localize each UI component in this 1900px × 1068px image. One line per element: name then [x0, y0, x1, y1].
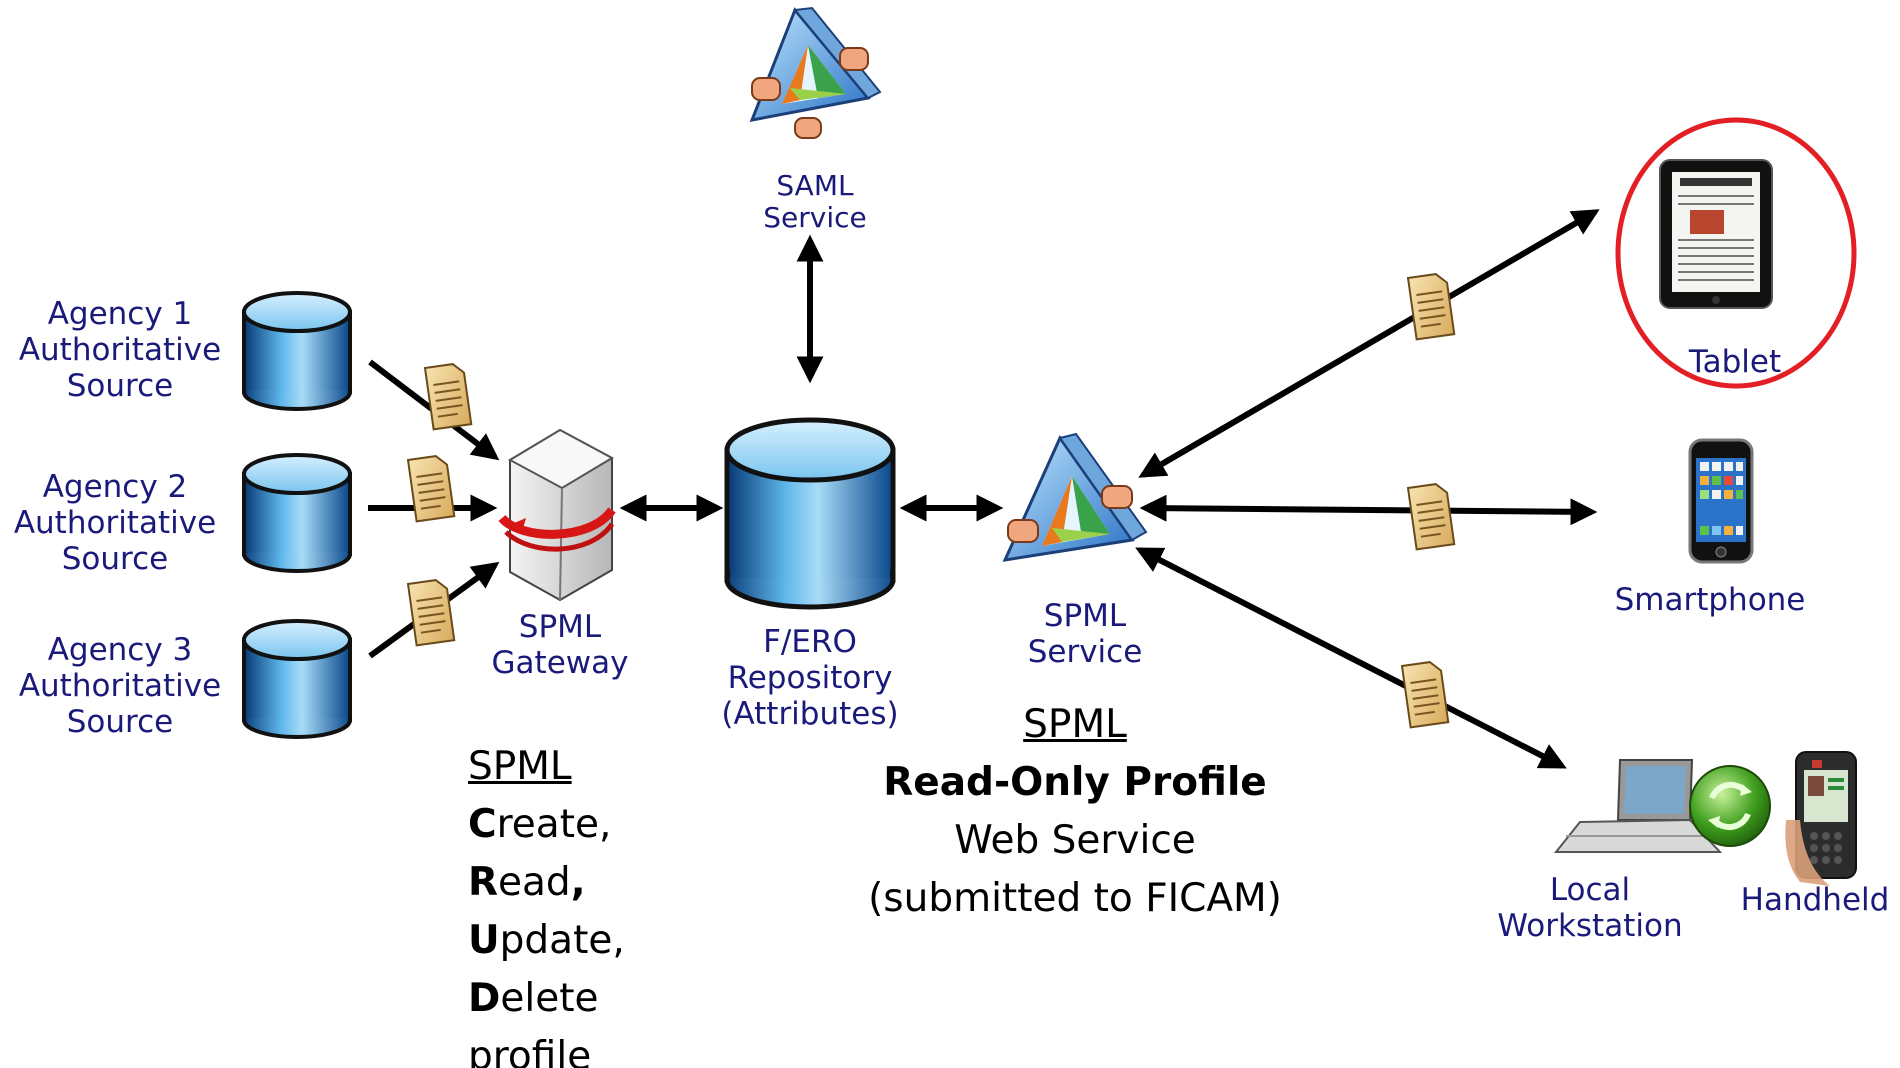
repository-label: F/ERO Repository (Attributes) [715, 624, 905, 732]
workstation-label-line2: Workstation [1497, 908, 1683, 944]
workstation-label-line1: Local [1549, 872, 1631, 908]
crud-line-update: Update, [468, 912, 625, 970]
saml-service-label: SAML Service [745, 170, 885, 234]
spml-gateway-label: SPML Gateway [480, 609, 640, 681]
readonly-note-submitted: (submitted to FICAM) [868, 876, 1282, 921]
crud-initial: U [468, 918, 500, 963]
crud-line-delete: Delete [468, 970, 625, 1028]
agency-2-label: Agency 2 Authoritative Source [10, 469, 220, 577]
arrow-spml-service-tablet [1138, 209, 1600, 478]
agency-3-database-icon [242, 619, 352, 739]
tablet-label-text: Tablet [1688, 344, 1782, 380]
crud-rest: reate, [496, 802, 612, 847]
document-icon [1400, 661, 1450, 729]
readonly-note-title: SPML [1023, 702, 1127, 747]
tablet-label: Tablet [1660, 344, 1810, 380]
crud-note: SPML Create, Read, Update, Delete profil… [468, 738, 625, 1068]
crud-line-create: Create, [468, 796, 625, 854]
readonly-note-web-service: Web Service [954, 818, 1196, 863]
handheld-icon [1785, 751, 1857, 886]
spml-service-label-line2: Service [1027, 634, 1143, 670]
agency-1-label-line2: Authoritative [18, 332, 222, 368]
crud-initial: D [468, 976, 501, 1021]
readonly-note: SPML Read-Only Profile Web Service (subm… [855, 696, 1295, 928]
spml-service-label-line1: SPML [1043, 598, 1127, 634]
agency-3-label-line3: Source [66, 704, 174, 740]
tablet-highlight-ring [1615, 117, 1857, 389]
saml-service-label-line2: Service [763, 201, 867, 234]
agency-1-label-line1: Agency 1 [47, 296, 193, 332]
document-icon [406, 455, 456, 523]
agency-3-label-line2: Authoritative [18, 668, 222, 704]
spml-gateway-label-line2: Gateway [491, 645, 629, 681]
document-icon [1406, 273, 1456, 341]
agency-2-label-line2: Authoritative [13, 505, 217, 541]
crud-rest: ead [498, 860, 571, 905]
crud-rest: elete [500, 976, 599, 1021]
smartphone-label-text: Smartphone [1614, 582, 1806, 618]
agency-2-label-line3: Source [61, 541, 169, 577]
crud-line-read: Read, [468, 854, 625, 912]
spml-service-label: SPML Service [1010, 598, 1160, 670]
spml-gateway-server-icon [498, 428, 616, 602]
arrow-spml-service-smartphone [1139, 494, 1598, 526]
document-icon [1406, 483, 1456, 551]
laptop-icon [1553, 759, 1723, 853]
repository-label-line3: (Attributes) [721, 696, 899, 732]
smartphone-label: Smartphone [1600, 582, 1820, 618]
agency-1-database-icon [242, 291, 352, 411]
workstation-label: Local Workstation [1490, 872, 1690, 944]
handheld-label: Handheld [1735, 882, 1895, 918]
sync-icon [1689, 765, 1771, 847]
spml-service-icon [1002, 432, 1148, 562]
repository-database-icon [724, 417, 896, 610]
smartphone-icon [1688, 438, 1754, 564]
crud-initial: C [468, 802, 497, 847]
crud-initial: R [468, 860, 499, 905]
agency-3-label-line1: Agency 3 [47, 632, 193, 668]
crud-rest: pdate, [499, 918, 625, 963]
agency-2-database-icon [242, 453, 352, 573]
document-icon [423, 363, 473, 431]
arrow-spml-service-workstation [1135, 547, 1567, 769]
spml-gateway-label-line1: SPML [518, 609, 602, 645]
agency-1-label: Agency 1 Authoritative Source [15, 296, 225, 404]
repository-label-line1: F/ERO [763, 624, 857, 660]
repository-label-line2: Repository [727, 660, 893, 696]
tablet-icon [1659, 159, 1773, 309]
document-icon [406, 579, 456, 647]
readonly-note-profile: Read-Only Profile [883, 760, 1267, 805]
agency-2-label-line1: Agency 2 [42, 469, 188, 505]
saml-service-label-line1: SAML [776, 169, 854, 202]
agency-3-label: Agency 3 Authoritative Source [15, 632, 225, 740]
crud-tail: , [570, 860, 586, 905]
agency-1-label-line3: Source [66, 368, 174, 404]
handheld-label-text: Handheld [1740, 882, 1890, 918]
saml-service-icon [749, 6, 882, 139]
crud-note-title: SPML [468, 744, 572, 789]
crud-line-profile: profile [468, 1034, 592, 1068]
